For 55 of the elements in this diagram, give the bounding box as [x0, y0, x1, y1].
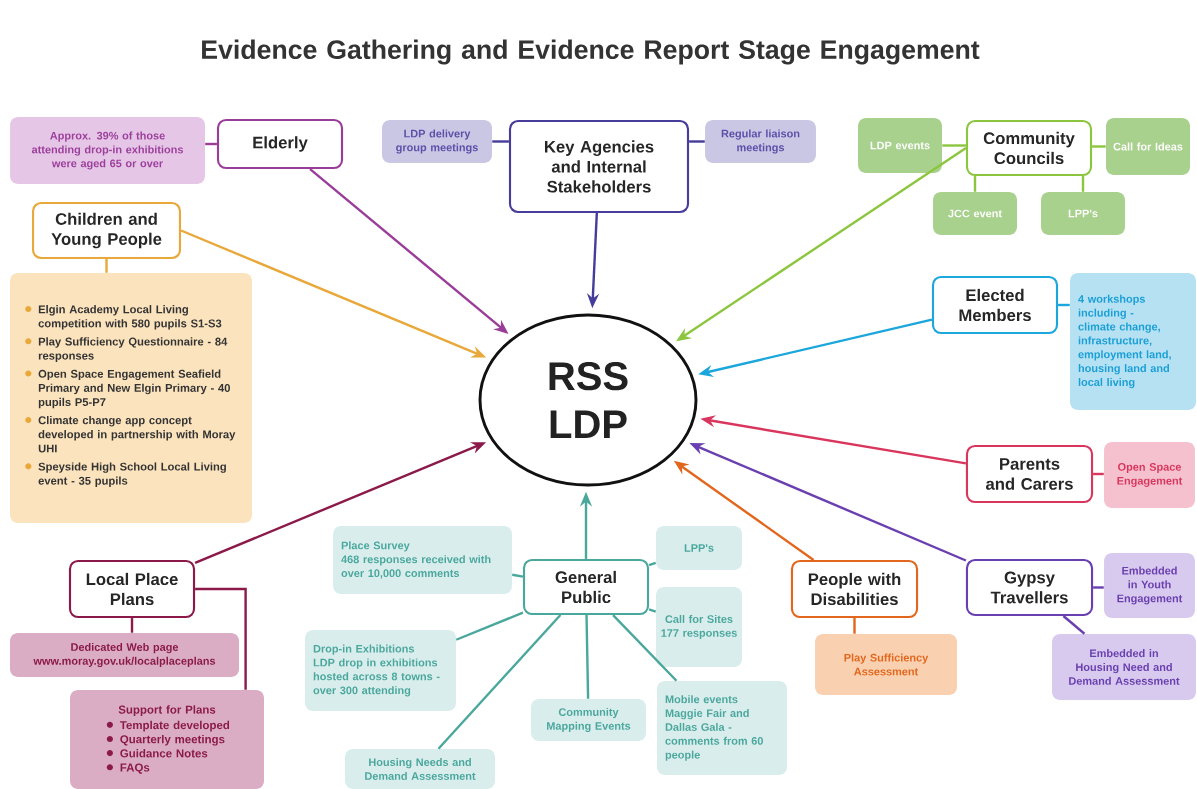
connector-line	[648, 608, 657, 613]
connector-line	[1062, 615, 1086, 635]
connector-line	[689, 140, 705, 143]
note-box: LPP's	[1041, 192, 1125, 235]
group-box: Gypsy Travellers	[965, 558, 1094, 617]
connector-line	[455, 611, 524, 641]
connector-line	[612, 614, 678, 682]
connector-line	[437, 614, 562, 750]
note-box: 4 workshops including - climate change, infrastructure, employment land, housing land and local living	[1070, 272, 1196, 411]
note-box: Housing Needs and Demand Assessment	[345, 749, 495, 789]
connector-line	[1092, 145, 1106, 148]
connector-line	[492, 140, 509, 143]
note-box: Community Mapping Events	[531, 699, 646, 741]
connector-line	[585, 615, 590, 699]
group-box: General Public	[522, 558, 650, 616]
bullet-list-box: Support for Plans Template developed Quarterly meetings Guidance Notes FAQs	[70, 690, 264, 789]
note-box: LDP events	[858, 118, 942, 173]
connector-line	[195, 587, 247, 690]
group-box: Elected Members	[931, 275, 1059, 335]
connector-line	[648, 561, 657, 567]
note-box: JCC event	[933, 192, 1017, 235]
note-box: Embedded in Youth Engagement	[1104, 552, 1195, 619]
connector-line	[1093, 472, 1104, 476]
group-box: Local Place Plans	[68, 559, 196, 619]
note-box: Embedded in Housing Need and Demand Assessment	[1052, 634, 1196, 700]
connector-line	[205, 142, 217, 146]
note-box: Open Space Engagement	[1104, 442, 1195, 508]
connector-line	[973, 176, 977, 192]
connector-line	[853, 618, 856, 634]
connector-line	[1081, 176, 1085, 192]
group-box: Elderly	[216, 118, 344, 170]
note-box: Mobile events Maggie Fair and Dallas Gala - comments from 60 people	[657, 681, 787, 775]
note-box: Call for Ideas	[1106, 117, 1190, 176]
bullet-list-box: Elgin Academy Local Living competition with 580 pupils S1-S3 Play Sufficiency Questionnaire - 84 responses Open Space Engagement Seafield Primary and New Elgin Primary - 40 pupils P5-P7 Climate change app concept developed in partnership with Moray UHI Speyside High School Local Living event - 35 pupils	[10, 273, 252, 523]
connector-line	[130, 618, 134, 633]
connector-line	[942, 144, 966, 147]
note-box: Drop-in Exhibitions LDP drop in exhibitions hosted across 8 towns - over 300 attending	[305, 629, 456, 712]
note-box: Approx. 39% of those attending drop-in exhibitions were aged 65 or over	[10, 117, 205, 184]
note-box: Dedicated Web page www.moray.gov.uk/localplaceplans	[9, 633, 240, 677]
group-box: Community Councils	[965, 119, 1093, 177]
connector-line	[1093, 586, 1104, 589]
note-box: LDP delivery group meetings	[382, 120, 492, 163]
group-box: Children and Young People	[31, 201, 182, 260]
note-box: LPP's	[656, 526, 742, 570]
group-box: People with Disabilities	[790, 559, 919, 619]
connector-line	[1058, 303, 1070, 307]
note-box: Regular liaison meetings	[705, 120, 816, 163]
title: Evidence Gathering and Evidence Report Stage Engagement	[202, 39, 980, 65]
connector-line	[512, 573, 524, 578]
note-box: Play Sufficiency Assessment	[815, 633, 957, 696]
group-box: Parents and Carers	[965, 444, 1094, 504]
connector-line	[105, 259, 108, 273]
group-box: Key Agencies and Internal Stakeholders	[508, 119, 690, 214]
note-box: Place Survey 468 responses received with over 10,000 comments	[333, 526, 512, 594]
note-box: Call for Sites 177 responses	[656, 587, 742, 667]
